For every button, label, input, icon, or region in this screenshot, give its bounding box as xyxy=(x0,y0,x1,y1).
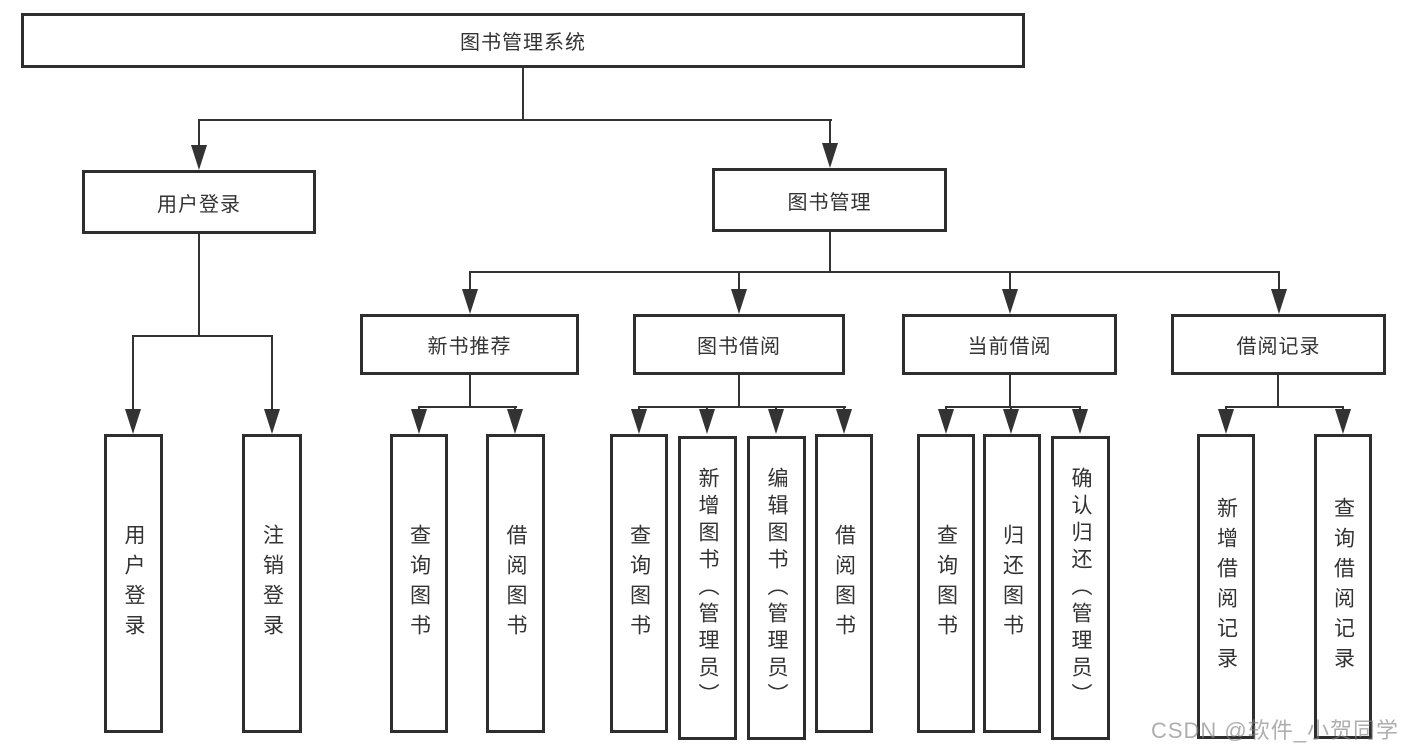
leaf-add-book-admin: 新增图书（管理员） xyxy=(678,436,737,740)
node-user-login: 用户登录 xyxy=(82,170,316,234)
node-book-borrowing: 图书借阅 xyxy=(633,314,845,375)
arrow-down-icon xyxy=(411,409,427,434)
connector-line xyxy=(1009,375,1011,408)
leaf-borrow-books-borrowing: 借阅图书 xyxy=(815,434,873,733)
leaf-label: 借阅图书 xyxy=(832,523,856,644)
connector-line xyxy=(198,119,832,121)
leaf-label: 借阅图书 xyxy=(504,523,527,644)
node-borrowing-records: 借阅记录 xyxy=(1171,314,1386,375)
leaf-query-books-current: 查询图书 xyxy=(917,434,975,733)
connector-line xyxy=(469,375,471,408)
leaf-label: 归还图书 xyxy=(1000,523,1024,644)
connector-line xyxy=(132,335,134,410)
leaf-query-books-recommend: 查询图书 xyxy=(390,434,448,733)
connector-line xyxy=(1277,375,1279,408)
leaf-label: 注销登录 xyxy=(260,523,284,644)
connector-line xyxy=(638,406,846,408)
leaf-query-books-borrowing: 查询图书 xyxy=(610,434,668,733)
connector-line xyxy=(1225,406,1344,408)
csdn-watermark: CSDN @软件_小贺同学 xyxy=(1150,718,1399,743)
leaf-label: 新增图书（管理员） xyxy=(696,466,719,710)
arrow-down-icon xyxy=(264,409,280,434)
connector-line xyxy=(271,335,273,410)
leaf-user-login: 用户登录 xyxy=(104,434,163,733)
connector-line xyxy=(418,406,517,408)
connector-line xyxy=(1278,271,1280,291)
leaf-borrow-books-recommend: 借阅图书 xyxy=(486,434,545,733)
connector-line xyxy=(132,335,273,337)
leaf-label: 查询图书 xyxy=(627,523,651,644)
leaf-label: 查询借阅记录 xyxy=(1331,496,1355,677)
leaf-label: 查询图书 xyxy=(934,523,958,644)
arrow-down-icon xyxy=(1218,409,1234,434)
connector-line xyxy=(1009,271,1011,291)
connector-line xyxy=(469,271,1280,273)
node-current-borrowing: 当前借阅 xyxy=(902,314,1117,375)
arrow-down-icon xyxy=(631,409,647,434)
connector-line xyxy=(469,271,471,291)
leaf-label: 新增借阅记录 xyxy=(1214,496,1238,677)
node-library-management-system: 图书管理系统 xyxy=(21,13,1025,68)
leaf-logout: 注销登录 xyxy=(242,434,302,733)
leaf-label: 用户登录 xyxy=(122,523,145,644)
arrow-down-icon xyxy=(1002,289,1018,314)
arrow-down-icon xyxy=(699,409,715,434)
arrow-down-icon xyxy=(731,289,747,314)
arrow-down-icon xyxy=(125,409,141,434)
leaf-return-books: 归还图书 xyxy=(983,434,1041,733)
arrow-down-icon xyxy=(836,409,852,434)
arrow-down-icon xyxy=(191,145,207,170)
arrow-down-icon xyxy=(462,289,478,314)
connector-line xyxy=(738,271,740,291)
leaf-add-borrow-record: 新增借阅记录 xyxy=(1197,434,1255,739)
leaf-label: 确认归还（管理员） xyxy=(1069,466,1092,710)
connector-line xyxy=(198,234,200,336)
connector-line xyxy=(829,232,831,273)
arrow-down-icon xyxy=(1003,409,1019,434)
connector-line xyxy=(522,68,524,120)
leaf-confirm-return-admin: 确认归还（管理员） xyxy=(1051,436,1110,740)
arrow-down-icon xyxy=(822,143,838,168)
connector-line xyxy=(198,119,200,147)
leaf-edit-book-admin: 编辑图书（管理员） xyxy=(747,436,806,740)
arrow-down-icon xyxy=(1271,289,1287,314)
arrow-down-icon xyxy=(938,409,954,434)
leaf-label: 查询图书 xyxy=(407,523,431,644)
connector-line xyxy=(945,406,1081,408)
arrow-down-icon xyxy=(1072,409,1088,434)
arrow-down-icon xyxy=(768,409,784,434)
connector-line xyxy=(829,119,831,145)
node-book-management: 图书管理 xyxy=(712,168,947,232)
connector-line xyxy=(738,375,740,408)
arrow-down-icon xyxy=(1335,409,1351,434)
leaf-query-borrow-record: 查询借阅记录 xyxy=(1314,434,1372,739)
arrow-down-icon xyxy=(507,409,523,434)
node-new-book-recommend: 新书推荐 xyxy=(360,314,579,375)
leaf-label: 编辑图书（管理员） xyxy=(765,466,788,710)
